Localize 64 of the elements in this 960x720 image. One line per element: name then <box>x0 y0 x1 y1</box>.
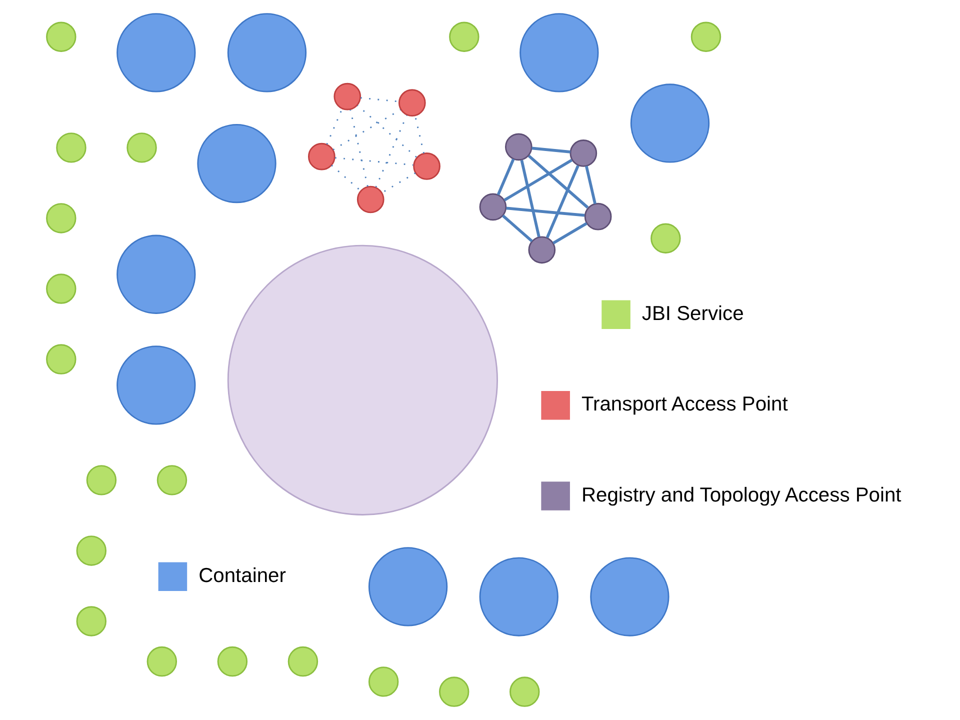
connector <box>502 214 533 242</box>
node-circle <box>126 132 157 163</box>
connector <box>357 104 417 158</box>
connector <box>520 160 540 238</box>
node-circle <box>449 22 480 52</box>
connector <box>331 164 362 192</box>
legend-label: Transport Access Point <box>581 394 788 416</box>
node-circle <box>528 236 556 264</box>
connector <box>506 206 585 217</box>
legend-label: JBI Service <box>642 302 744 325</box>
node-circle <box>690 22 722 52</box>
node-circle <box>46 203 76 234</box>
connector <box>360 97 400 102</box>
connector <box>350 110 368 187</box>
node-circle <box>479 557 558 636</box>
node-circle <box>438 676 470 707</box>
connector <box>546 165 580 238</box>
legend-label: Container <box>198 564 286 587</box>
node-circle <box>146 646 178 677</box>
connector <box>532 146 570 154</box>
node-circle <box>227 244 498 516</box>
node-circle <box>46 344 76 374</box>
node-circle <box>46 22 76 52</box>
node-circle <box>520 13 599 92</box>
legend-label: Registry and Topology Access Point <box>581 484 902 506</box>
node-circle <box>308 142 336 170</box>
node-circle <box>590 557 670 636</box>
connector <box>332 109 401 150</box>
node-circle <box>86 465 117 496</box>
node-circle <box>584 202 612 230</box>
connector <box>504 158 572 202</box>
node-circle <box>510 676 540 707</box>
node-circle <box>116 234 196 314</box>
node-circle <box>217 646 248 677</box>
node-circle <box>398 89 426 117</box>
node-circle <box>356 186 384 214</box>
node-circle <box>413 152 440 180</box>
connector <box>334 157 414 166</box>
node-circle <box>116 346 196 425</box>
connector <box>414 115 425 154</box>
node-circle <box>650 223 681 254</box>
node-circle <box>630 84 710 163</box>
node-circle <box>76 606 106 636</box>
connector <box>552 222 588 244</box>
node-circle <box>288 646 318 677</box>
node-circle <box>46 274 76 304</box>
connector <box>382 172 416 194</box>
connector <box>375 115 408 188</box>
node-circle <box>76 536 106 566</box>
node-circle <box>116 13 196 92</box>
node-circle <box>56 132 86 163</box>
connector <box>584 166 596 204</box>
connector <box>326 108 343 145</box>
node-circle <box>504 133 532 161</box>
connector <box>528 154 589 209</box>
node-circle <box>368 666 399 697</box>
node-circle <box>479 193 507 221</box>
node-circle <box>156 465 188 496</box>
node-circle <box>227 13 307 92</box>
connector <box>496 158 515 196</box>
node-circle <box>334 82 362 110</box>
node-circle <box>197 124 276 204</box>
node-circle <box>368 547 448 626</box>
node-circle <box>570 140 598 167</box>
